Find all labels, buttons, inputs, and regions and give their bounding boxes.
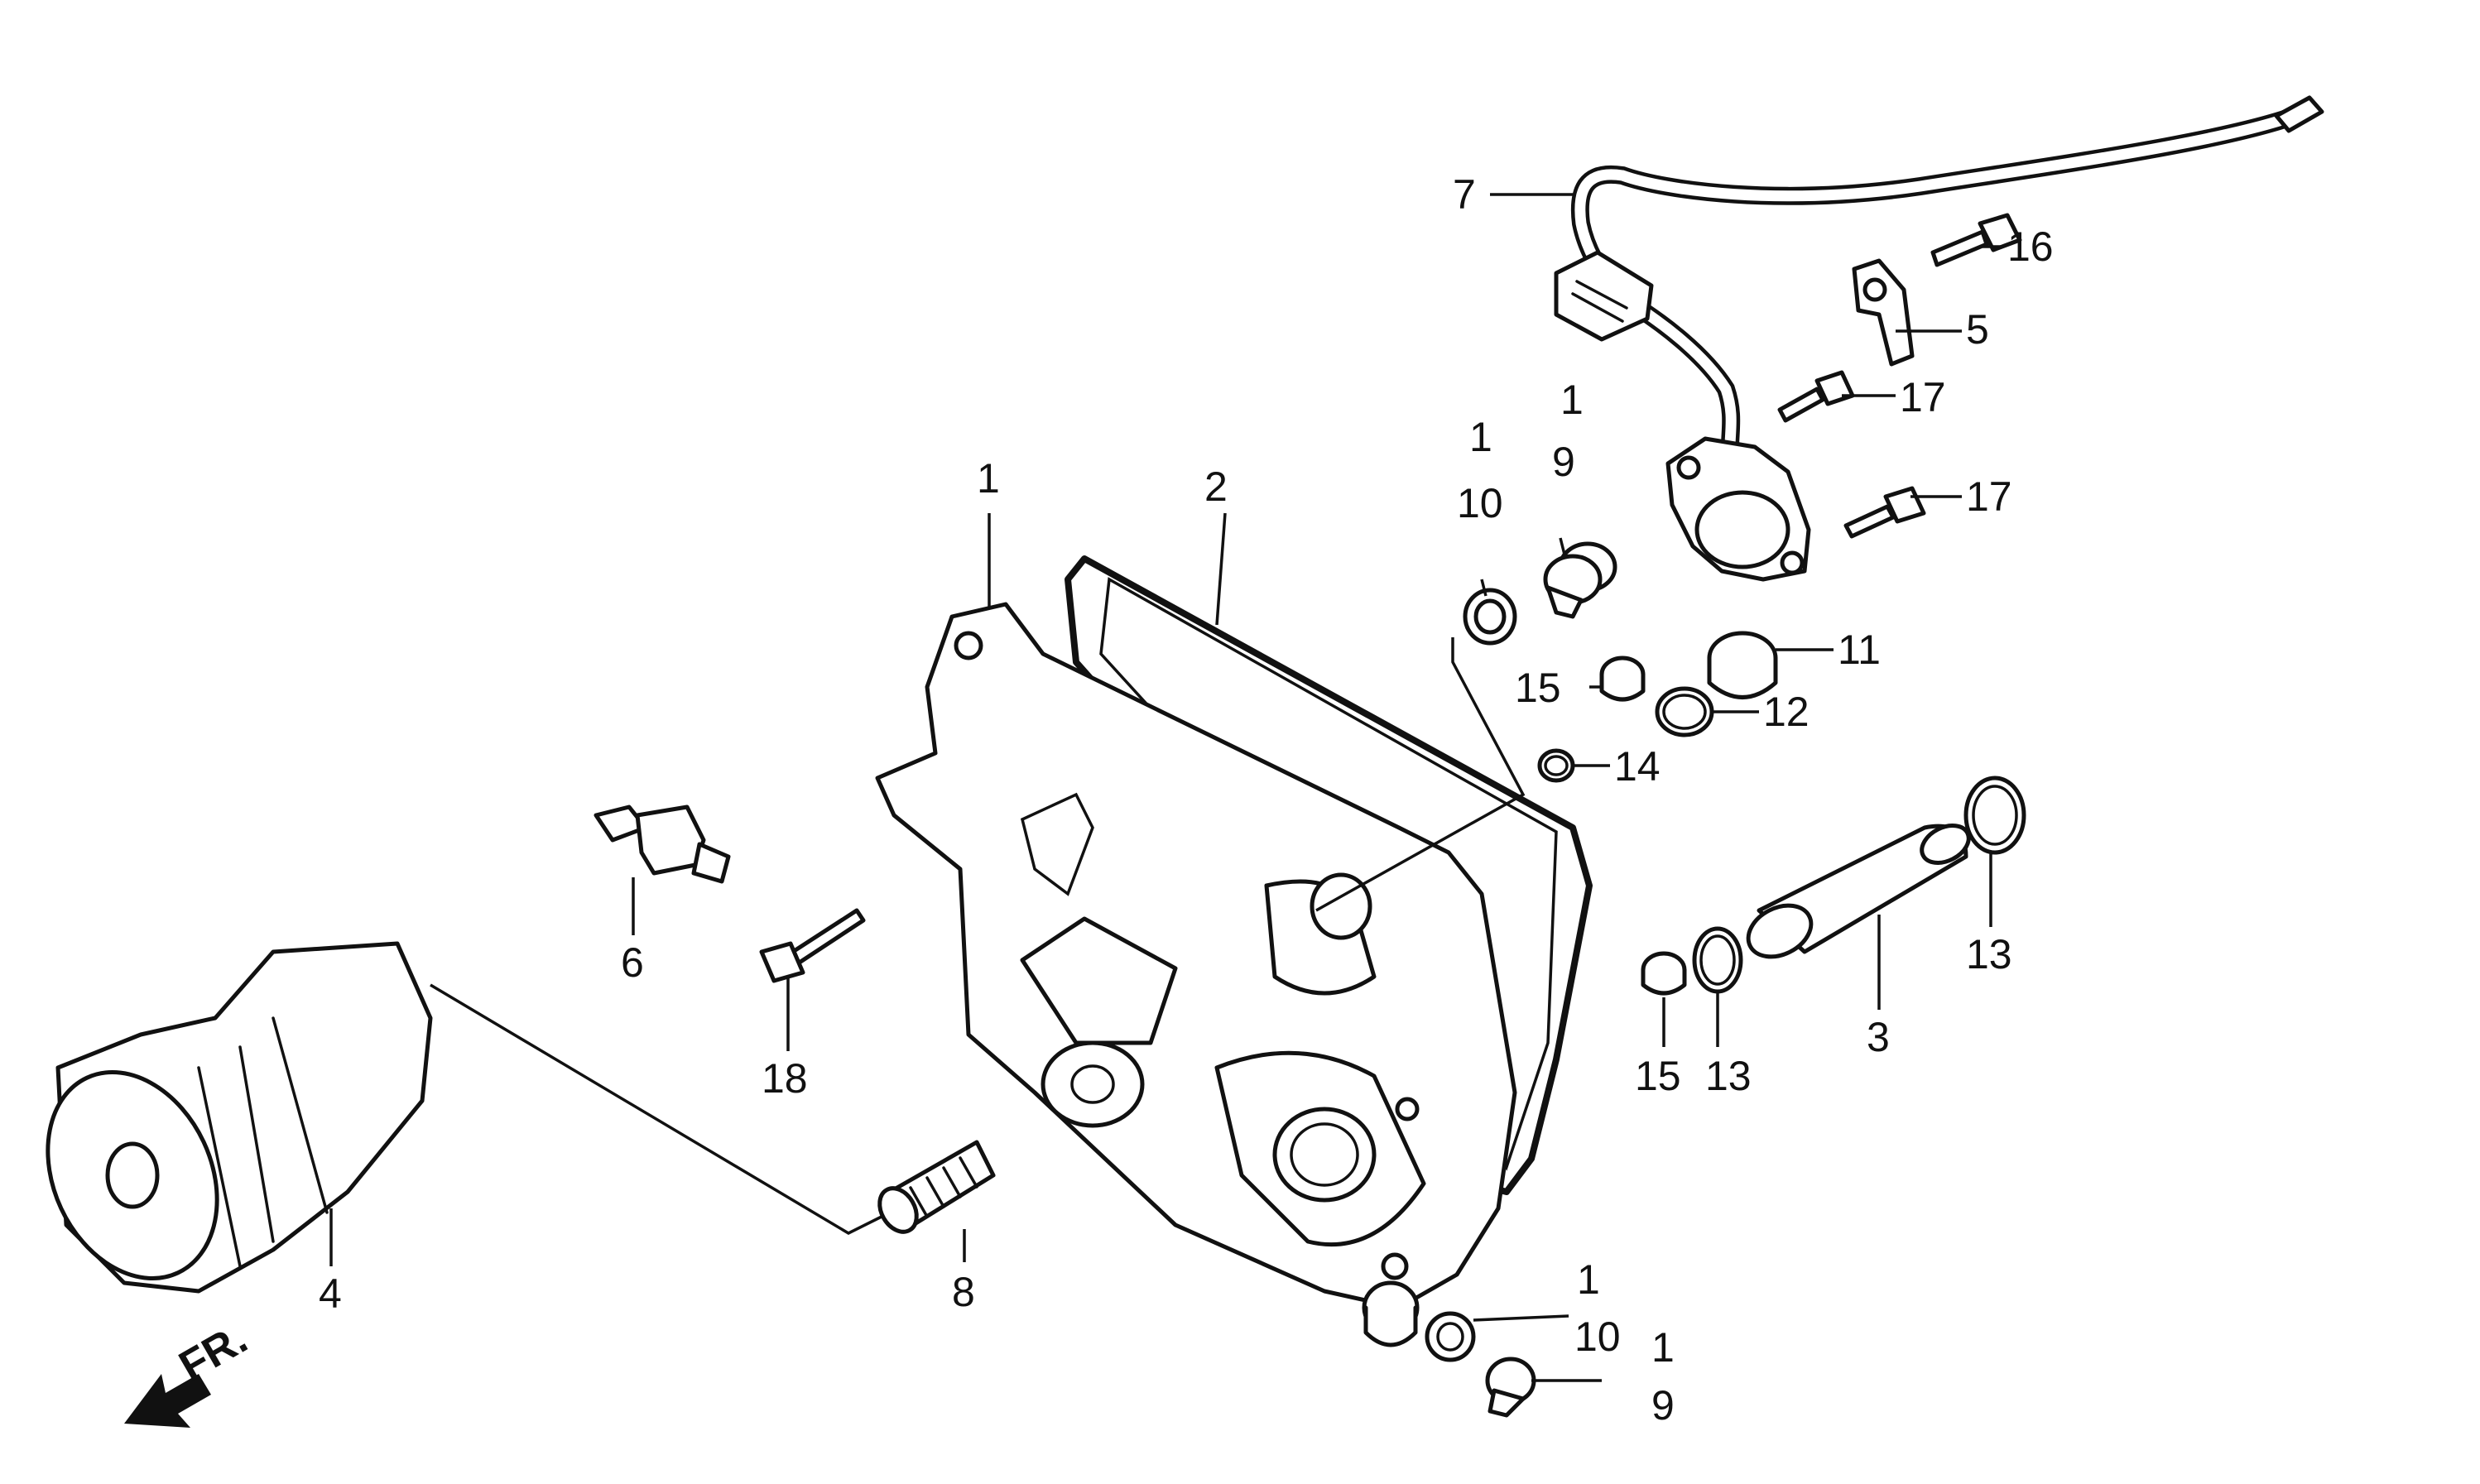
callout-9-upper: 9 (1552, 439, 1575, 485)
callout-15-upper: 15 (1515, 665, 1561, 711)
part-10-washer-upper (1463, 588, 1517, 646)
callout-4: 4 (319, 1270, 342, 1317)
part-13-o-ring-right (1963, 776, 2026, 855)
callout-14: 14 (1614, 743, 1661, 790)
callout-13-lower: 13 (1705, 1053, 1752, 1099)
part-13-o-ring-lower (1692, 926, 1743, 994)
callout-10-lower: 10 (1574, 1314, 1621, 1360)
front-direction-indicator: FR. (124, 1314, 256, 1428)
part-11-collar (1707, 631, 1778, 699)
part-1-plug-lower (1362, 1280, 1420, 1347)
part-15-dowel-lower (1641, 951, 1687, 996)
callout-1-cover: 1 (977, 455, 1000, 502)
part-9-plug-lower (1485, 1357, 1536, 1418)
callout-15-lower: 15 (1635, 1053, 1681, 1099)
part-1-sensor-unit (1665, 436, 1811, 582)
part-15-dowel-upper (1599, 656, 1646, 702)
callout-9-lower: 9 (1651, 1382, 1675, 1429)
part-14-o-ring (1537, 748, 1575, 783)
callout-11: 11 (1838, 627, 1881, 673)
part-18-bolt (759, 908, 866, 983)
part-7-cable (1554, 95, 2324, 456)
callout-3: 3 (1867, 1014, 1890, 1060)
part-4-oil-filter (46, 941, 433, 1294)
part-6-switch (594, 804, 731, 884)
part-16-bolt (1930, 213, 2022, 267)
part-3-pipe (1746, 824, 1971, 959)
callout-1-lower-a: 1 (1577, 1256, 1600, 1303)
part-17-bolt-upper (1777, 370, 1855, 423)
leader-lines (329, 193, 2003, 1382)
part-8-nipple (877, 1140, 996, 1234)
callout-1-lower-b: 1 (1651, 1324, 1675, 1371)
callout-18: 18 (762, 1055, 808, 1102)
part-12-o-ring (1655, 686, 1714, 737)
part-10-washer-lower (1425, 1311, 1476, 1362)
callout-13-right: 13 (1966, 931, 2012, 977)
callout-17-upper: 17 (1900, 374, 1946, 420)
callout-6: 6 (621, 939, 644, 986)
callout-12: 12 (1763, 689, 1810, 735)
part-5-clamp (1852, 258, 1915, 367)
front-arrow-icon (124, 1374, 211, 1428)
callout-labels: 7 16 5 1 17 17 1 9 10 1 2 11 15 12 14 13… (319, 171, 2054, 1429)
part-2-gasket (1065, 555, 1593, 1195)
callout-5: 5 (1966, 306, 1989, 353)
part-1-cover (875, 602, 1517, 1310)
callout-7: 7 (1453, 171, 1476, 218)
part-9-plug-upper (1543, 541, 1617, 619)
callout-8: 8 (952, 1269, 975, 1315)
callout-1-plug: 1 (1469, 414, 1492, 460)
callout-17-lower: 17 (1966, 473, 2012, 520)
callout-16: 16 (2007, 223, 2054, 270)
callout-10-upper: 10 (1457, 480, 1503, 526)
front-label: FR. (171, 1314, 256, 1390)
callout-1-sensor: 1 (1560, 377, 1584, 423)
callout-2: 2 (1204, 463, 1228, 510)
